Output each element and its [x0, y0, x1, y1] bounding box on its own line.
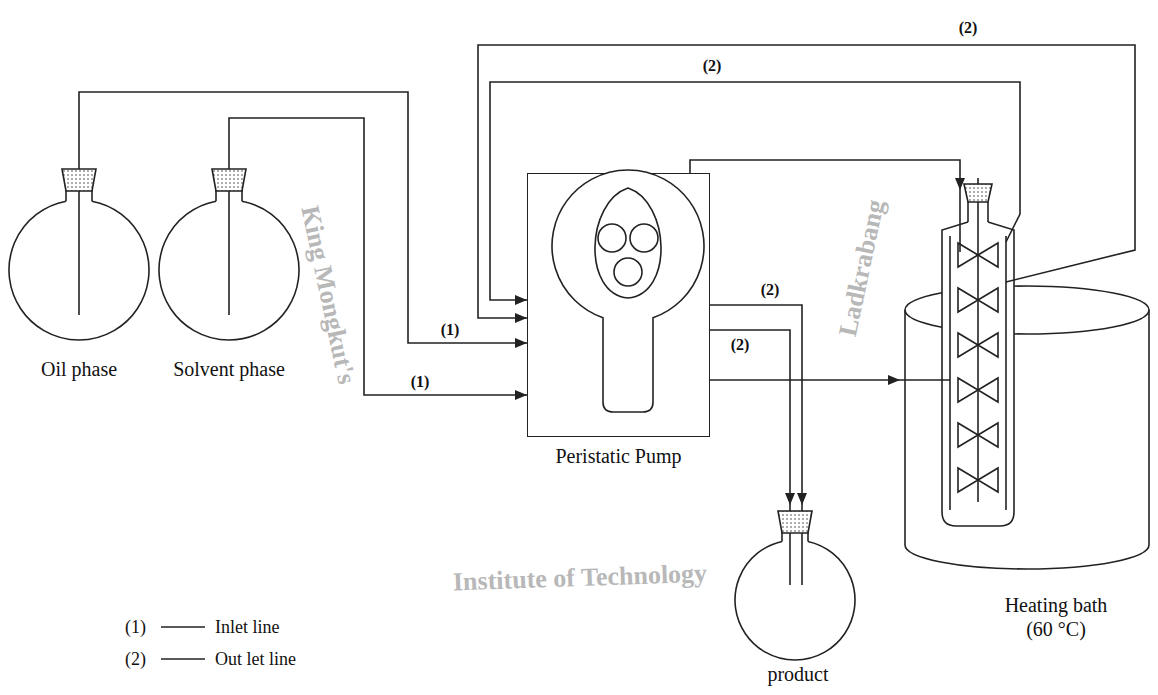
bath-bottom — [905, 545, 1149, 569]
oil-flask: Oil phase — [6, 165, 152, 385]
tube-line — [959, 190, 961, 252]
heating-bath-outline — [900, 190, 1152, 645]
legend-line-sample — [159, 622, 207, 632]
line-number: (2) — [729, 336, 752, 354]
flask-label: product — [725, 662, 871, 686]
bath-wall — [1148, 310, 1150, 545]
legend-line-sample — [161, 626, 205, 628]
stirrer-impeller — [958, 243, 998, 267]
flow-line — [710, 379, 900, 381]
pump-box-outline — [528, 174, 709, 436]
flask-stopper — [778, 511, 812, 533]
text-block: Oil phase — [6, 357, 152, 381]
text-block: Peristatic Pump — [508, 444, 729, 468]
solvent-flask: Solvent phase — [156, 165, 302, 385]
legend: (1) Inlet line (2) Out let line — [125, 616, 296, 670]
watermark-text: Institute of Technology — [452, 559, 707, 598]
stirrer-impeller — [958, 288, 998, 312]
bath-label: Heating bath — [960, 593, 1152, 617]
line-number: (2) — [759, 281, 782, 299]
legend-line-sample — [161, 658, 205, 660]
legend-line-sample — [159, 654, 207, 664]
callout-number: (2) — [125, 648, 151, 670]
pump-roller — [614, 258, 642, 286]
flask-outline — [735, 541, 855, 660]
flask-label: Solvent phase — [156, 357, 302, 381]
stirrer-impeller — [958, 468, 998, 492]
tube-line — [900, 379, 950, 381]
callout-number: (1) — [125, 616, 151, 638]
heating-bath: Heating bath(60 °C) — [900, 190, 1152, 645]
bath-wall — [904, 310, 906, 545]
stirrer-impeller — [958, 333, 998, 357]
text-block: Heating bath(60 °C) — [960, 593, 1152, 641]
pump-rotor — [595, 188, 661, 298]
flask-stopper — [62, 169, 96, 191]
flow-line — [710, 305, 802, 505]
stirrer-shaft — [977, 178, 979, 502]
text-block: Solvent phase — [156, 357, 302, 381]
flask-stopper — [212, 169, 246, 191]
flow-line — [690, 160, 960, 190]
line-number: (1) — [439, 321, 462, 339]
legend-key: (2) — [125, 648, 151, 670]
legend-key: (1) — [125, 616, 151, 638]
reactor-neck — [987, 202, 989, 222]
stirrer-impeller — [958, 423, 998, 447]
legend-text: Out let line — [215, 648, 296, 670]
legend-row: (2) Out let line — [125, 648, 296, 670]
watermark-text: King Mongkut's — [294, 203, 361, 387]
pump-head — [552, 170, 704, 412]
line-number: (2) — [701, 57, 724, 75]
line-number: (1) — [409, 373, 432, 391]
tube-line — [1006, 190, 1020, 242]
oil-flask-outline — [6, 165, 152, 385]
flow-line — [710, 330, 790, 505]
pump-roller — [598, 224, 626, 252]
flask-label: Oil phase — [6, 357, 152, 381]
solvent-flask-outline — [156, 165, 302, 385]
text-block: product — [725, 662, 871, 686]
line-number: (2) — [957, 19, 980, 37]
watermark-text: Ladkrabang — [833, 197, 891, 339]
reactor-jacket — [949, 236, 951, 510]
pump-roller — [630, 224, 658, 252]
pump-label: Peristatic Pump — [508, 444, 729, 468]
tube-line — [1006, 190, 1135, 282]
reactor-neck — [967, 202, 969, 222]
pump-box: Peristatic Pump — [527, 173, 710, 437]
legend-row: (1) Inlet line — [125, 616, 296, 638]
stirrer-impeller — [958, 378, 998, 402]
legend-text: Inlet line — [215, 616, 279, 638]
bath-label: (60 °C) — [960, 617, 1152, 641]
reactor-jacket — [1005, 236, 1007, 510]
product-flask-outline — [725, 505, 871, 690]
product-flask: product — [725, 505, 871, 690]
flask-stopper — [964, 184, 992, 202]
